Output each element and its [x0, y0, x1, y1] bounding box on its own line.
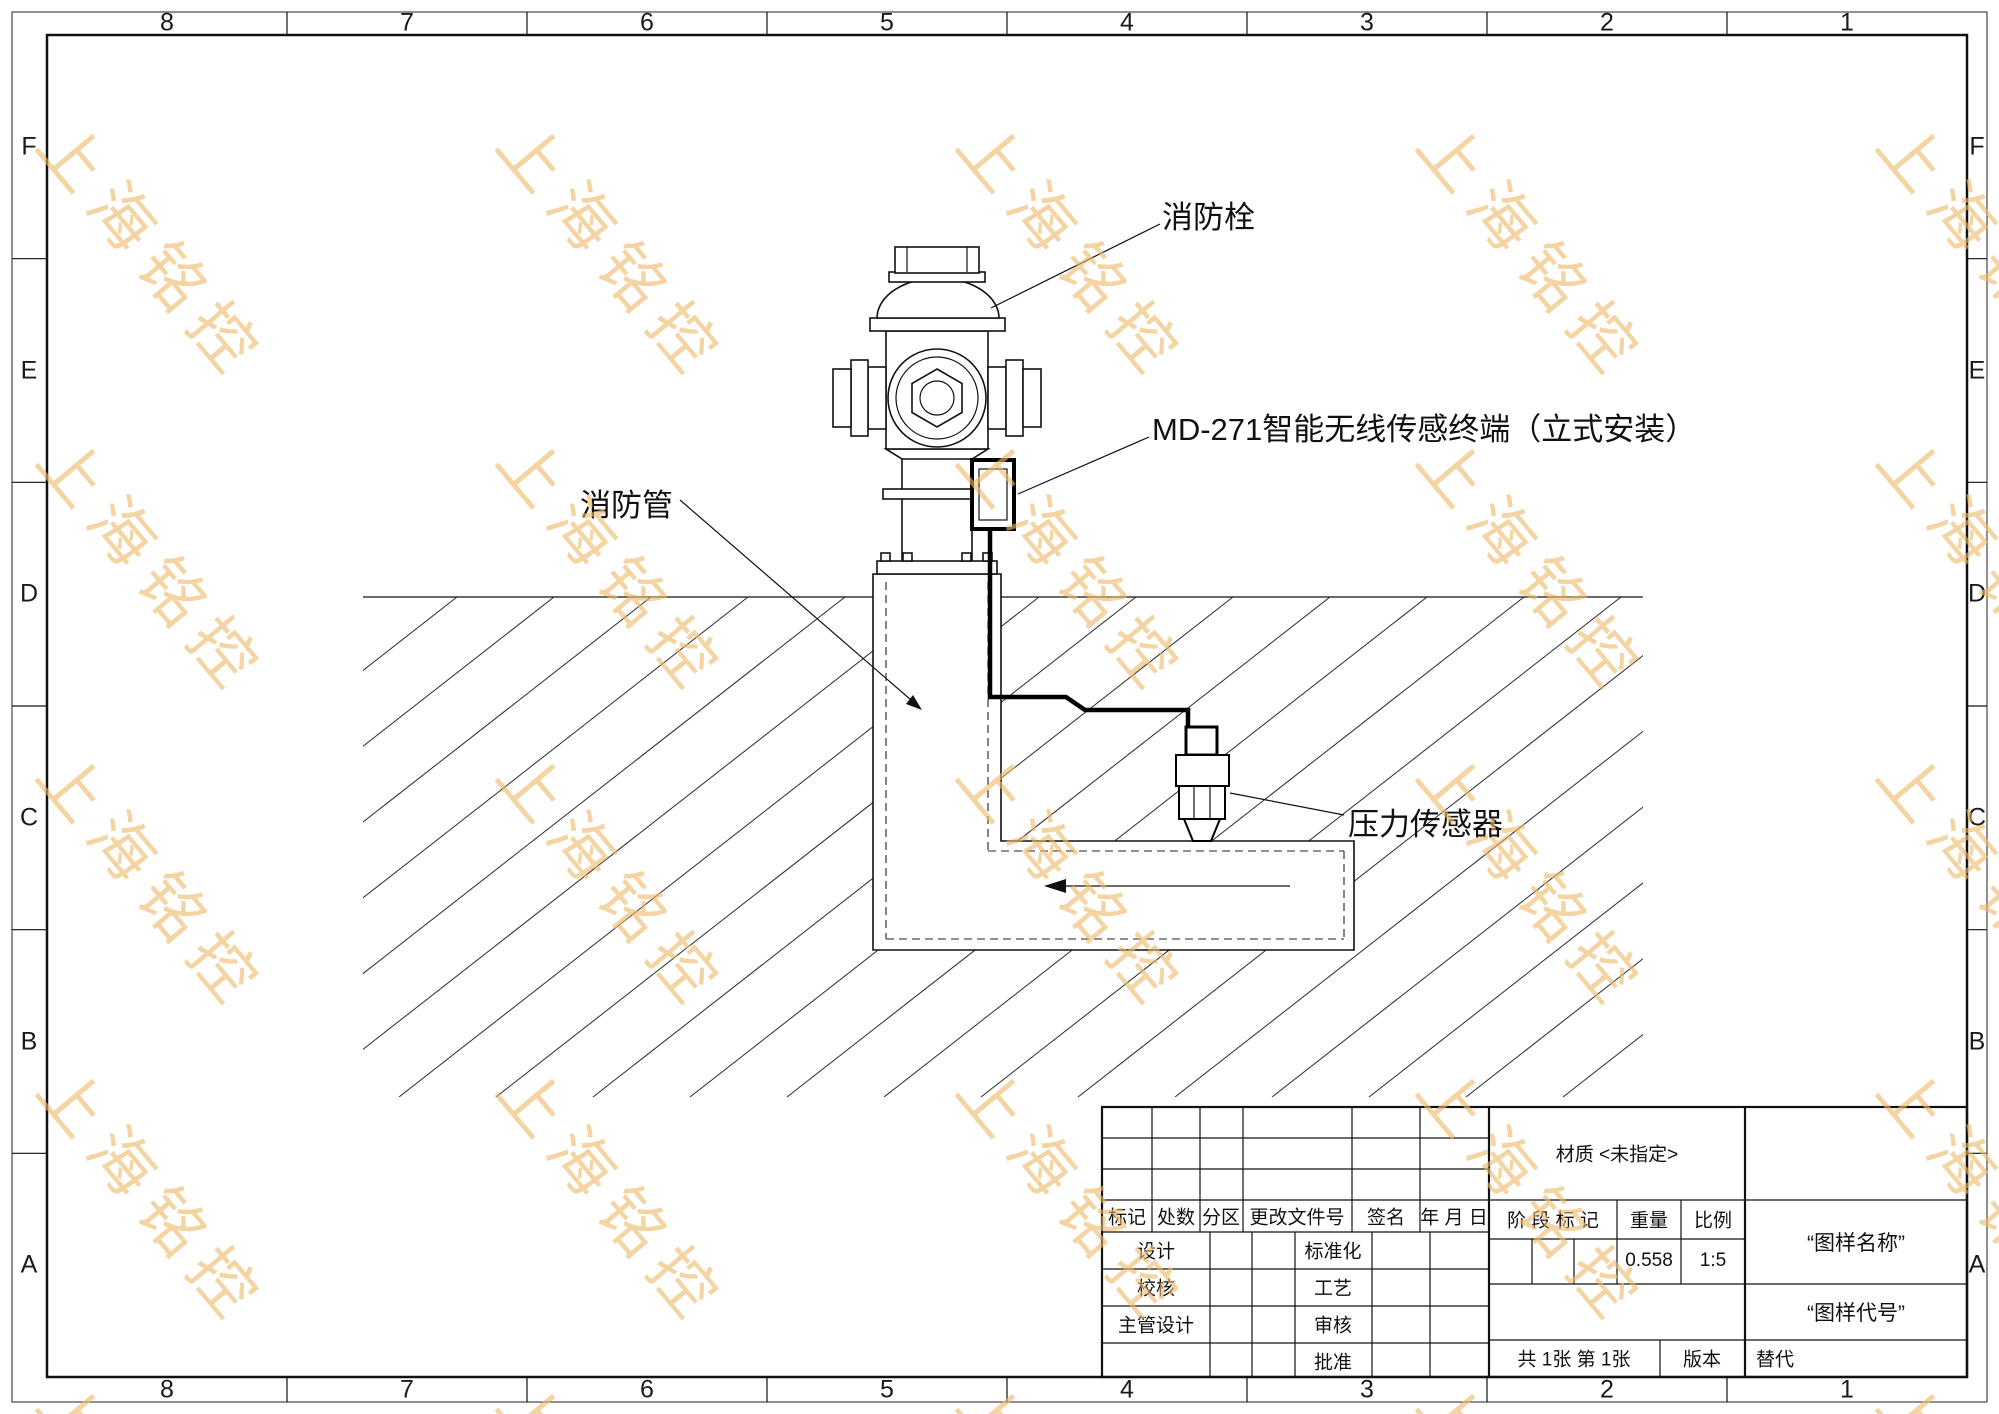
- leader-terminal: [1017, 436, 1150, 495]
- hydrant-base-flange: [876, 560, 998, 575]
- hydrant-left-nozzle: [832, 359, 887, 437]
- leader-pressure-sensor: [1229, 792, 1345, 816]
- hatch-line: [363, 597, 458, 672]
- hydrant-right-nozzle: [987, 359, 1042, 437]
- underground-pipe: [872, 573, 1355, 951]
- drawing-frame: [11, 11, 1988, 1403]
- hatch-line: [1077, 654, 1643, 1097]
- hatch-line: [363, 597, 555, 747]
- ground-hatching: [0, 597, 1643, 1097]
- pressure-sensor: [1175, 725, 1230, 842]
- md271-terminal: [970, 458, 1016, 531]
- hatch-line: [1174, 730, 1643, 1097]
- sensor-cable: [987, 529, 1191, 727]
- hatch-line: [1465, 958, 1643, 1097]
- leader-pipe: [679, 499, 919, 707]
- hatch-line: [363, 597, 652, 823]
- hatch-line: [495, 597, 1137, 1097]
- hydrant-dome: [876, 277, 1000, 319]
- leader-hydrant: [990, 223, 1161, 309]
- hatch-line: [0, 597, 360, 1097]
- title-block-grid: [1100, 1105, 1969, 1379]
- hatch-line: [1368, 882, 1643, 1097]
- hydrant-front-nozzle: [887, 348, 987, 448]
- hatch-line: [363, 597, 846, 975]
- hatch-line: [1271, 806, 1643, 1097]
- leader-lines: [679, 223, 1345, 816]
- hydrant-cap: [894, 246, 980, 274]
- hatch-line: [1562, 1033, 1643, 1097]
- flow-arrow: [1044, 879, 1290, 893]
- hatch-line: [363, 597, 943, 1050]
- fire-hydrant: [832, 246, 1042, 575]
- hatch-line: [363, 597, 749, 899]
